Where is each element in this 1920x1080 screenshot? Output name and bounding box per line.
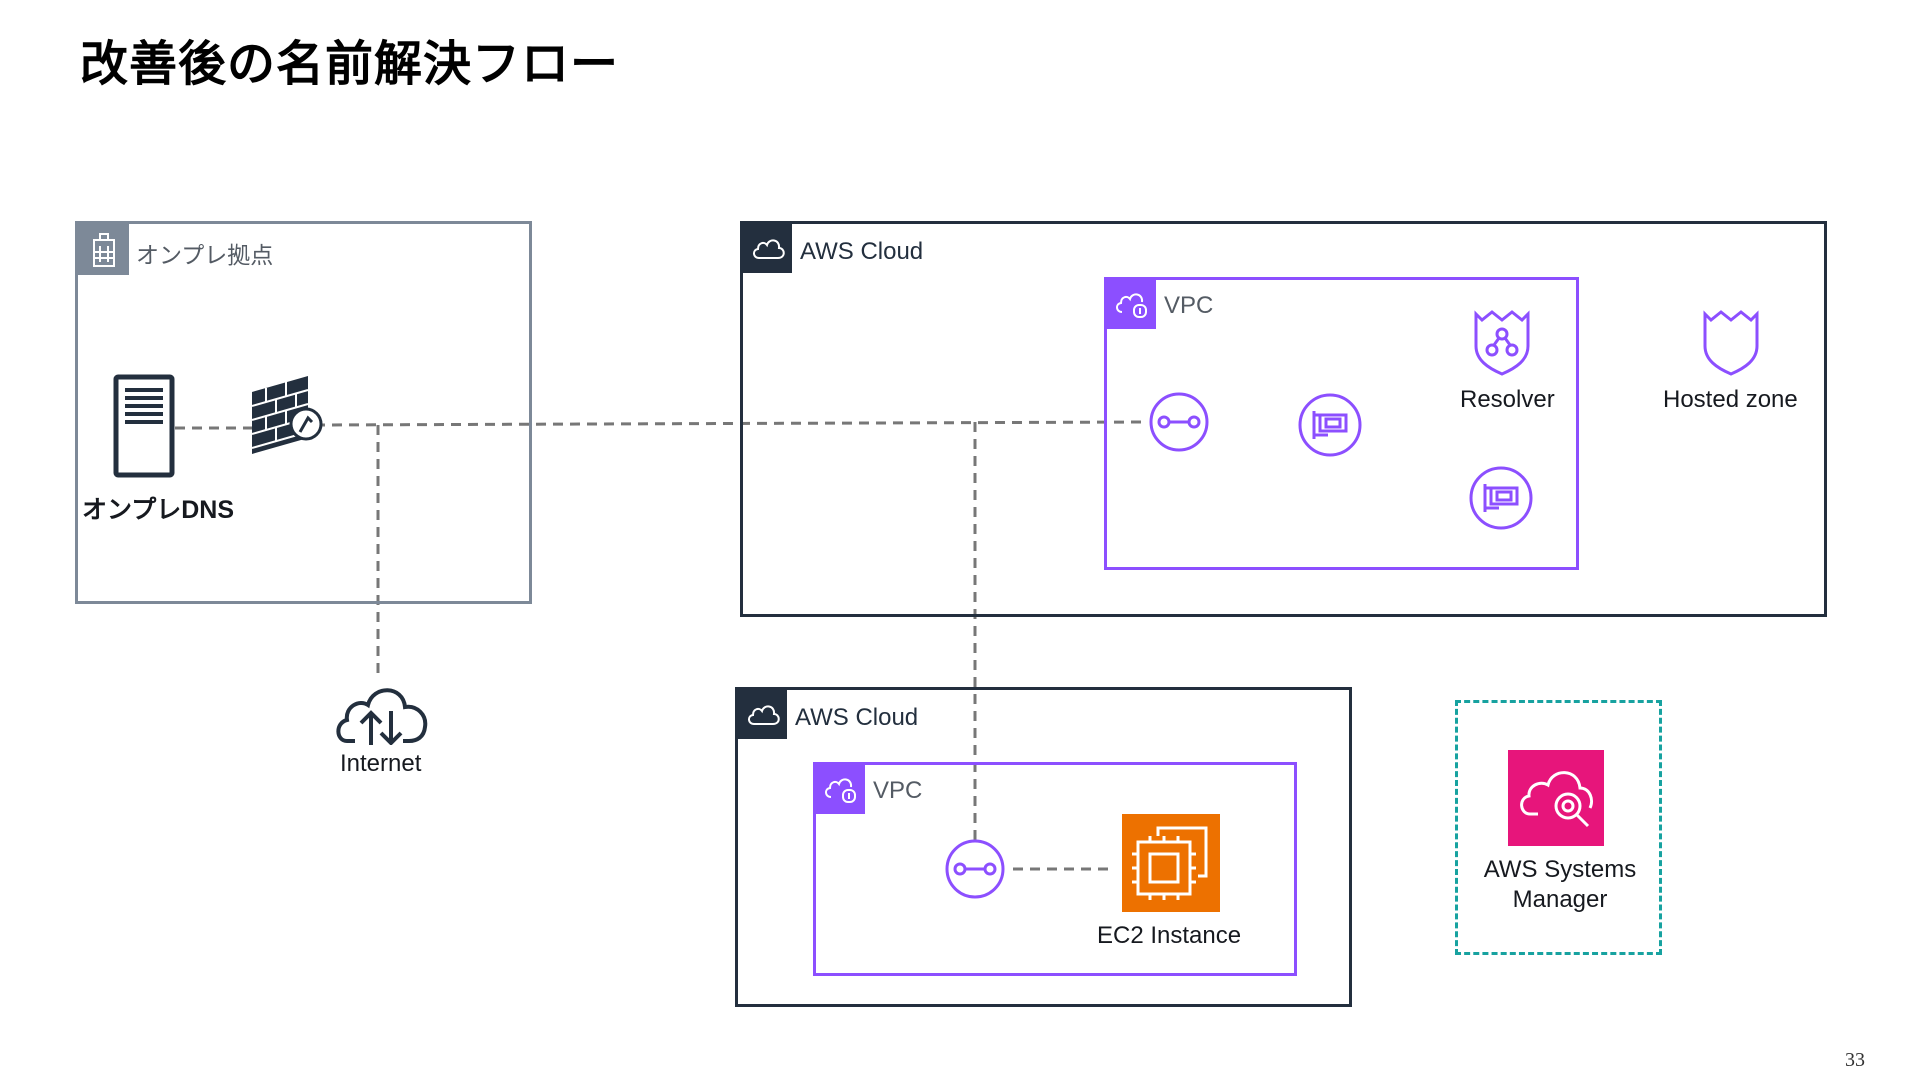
aws-cloud-top-label: AWS Cloud xyxy=(800,238,924,265)
ssm-label: AWS Systems Manager xyxy=(1472,855,1648,915)
hosted-zone-label: Hosted zone xyxy=(1663,386,1798,413)
resolver-icon xyxy=(1468,308,1536,380)
vpc-cloud-lock-icon xyxy=(1107,280,1156,329)
cloud-icon xyxy=(743,224,792,273)
vpc-top-label: VPC xyxy=(1164,292,1214,319)
ssm-label-line2: Manager xyxy=(1512,886,1608,913)
aws-cloud-bottom-label: AWS Cloud xyxy=(795,704,919,731)
connector-firewall-endpoint xyxy=(314,420,1149,427)
ec2-instance-icon xyxy=(1122,814,1220,916)
firewall-icon xyxy=(248,372,324,462)
aws-cloud-top-group: AWS Cloud xyxy=(740,221,1827,617)
ec2-label: EC2 Instance xyxy=(1097,922,1242,949)
vpc-bottom-label: VPC xyxy=(873,777,923,804)
onprem-group: オンプレ拠点 xyxy=(75,221,532,604)
resolver-label: Resolver xyxy=(1460,386,1555,413)
onprem-group-label: オンプレ拠点 xyxy=(136,242,274,268)
page-number: 33 xyxy=(1845,1049,1865,1071)
vpc-bottom-group: VPC xyxy=(813,762,1297,976)
internet-label: Internet xyxy=(340,750,422,777)
ssm-group xyxy=(1455,700,1662,955)
network-interface-icon xyxy=(1469,466,1533,534)
hosted-zone-icon xyxy=(1697,308,1765,380)
vpc-top-group: VPC xyxy=(1104,277,1579,570)
building-icon xyxy=(78,224,129,275)
ssm-label-line1: AWS Systems xyxy=(1483,856,1637,883)
page-title: 改善後の名前解決フロー xyxy=(80,36,620,92)
vpc-cloud-lock-icon xyxy=(816,765,865,814)
vpc-endpoint-icon xyxy=(1149,392,1209,456)
vpc-endpoint-icon xyxy=(945,839,1005,903)
network-interface-icon xyxy=(1298,393,1362,461)
onprem-dns-label: オンプレDNS xyxy=(82,496,235,524)
systems-manager-icon xyxy=(1508,750,1604,850)
server-icon xyxy=(113,374,175,482)
cloud-icon xyxy=(738,690,787,739)
internet-cloud-icon xyxy=(333,675,429,749)
aws-cloud-bottom-group: AWS Cloud xyxy=(735,687,1352,1007)
